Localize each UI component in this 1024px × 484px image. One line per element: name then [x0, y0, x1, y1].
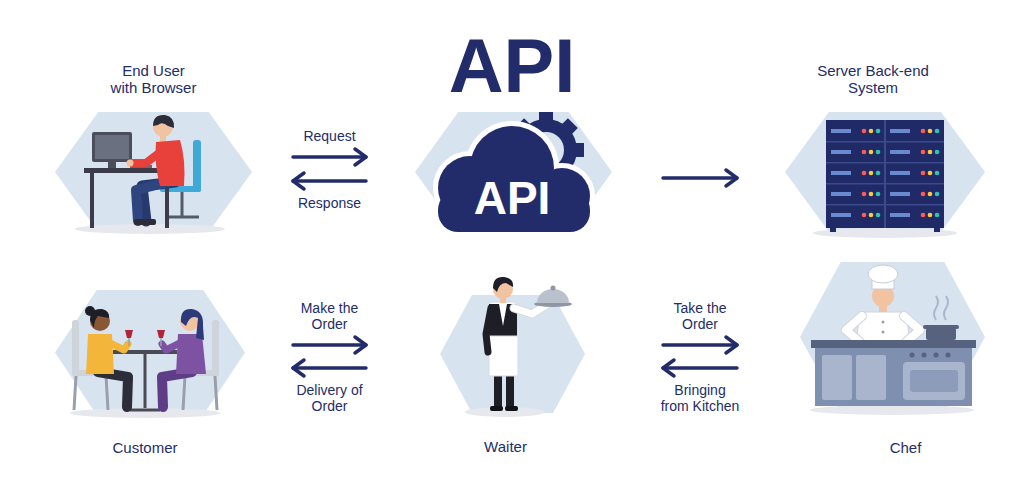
arrow-head: [726, 170, 737, 186]
node-heading: Server Back-end System: [812, 62, 934, 97]
flow-arrow: [663, 337, 737, 353]
arrow-head: [663, 360, 674, 376]
flow-arrow: [663, 170, 737, 186]
arrow-line: [663, 366, 737, 370]
edge-label: Make the Order: [292, 300, 367, 332]
arrow-line: [663, 343, 737, 347]
arrow-head: [293, 173, 304, 189]
hexagon-fill: [800, 262, 985, 412]
waiter-hair: [493, 277, 513, 292]
edge-label: Request: [280, 128, 380, 144]
hexagon-node: API: [415, 112, 612, 232]
hexagon-node: End User with Browser: [55, 112, 252, 232]
node-heading: End User with Browser: [108, 62, 200, 97]
flow-arrow: [293, 173, 366, 189]
hexagon-node: Chef: [800, 262, 985, 412]
arrow-line: [663, 176, 737, 180]
flow-arrow: [663, 360, 737, 376]
arrow-head: [726, 337, 737, 353]
hexagon-fill: [55, 290, 245, 415]
flow-arrow: [293, 337, 366, 353]
edge-label: Take the Order: [663, 300, 738, 332]
hexagon-outline: [440, 295, 585, 413]
hexagon-outline: [800, 262, 985, 412]
arrow-line: [293, 343, 366, 347]
hexagon-outline: [55, 112, 252, 232]
edge-label: Bringing from Kitchen: [659, 382, 741, 414]
node-heading: Waiter: [446, 438, 566, 455]
hexagon-node: Server Back-end System: [785, 112, 985, 232]
hexagon-fill: [415, 112, 612, 232]
hexagon-fill: [785, 112, 985, 232]
arrow-head: [293, 360, 304, 376]
edge-label: Response: [280, 195, 380, 211]
hexagon-outline: [55, 290, 245, 415]
hexagon-node: Customer: [55, 290, 245, 415]
arrow-line: [293, 366, 366, 370]
hexagon-node: Waiter: [440, 295, 585, 413]
arrow-line: [293, 155, 366, 159]
node-heading: Customer: [85, 439, 205, 456]
arrow-line: [293, 179, 366, 183]
flow-arrow: [293, 360, 366, 376]
hexagon-outline: [785, 112, 985, 232]
arrow-head: [355, 337, 366, 353]
hexagon-fill: [55, 112, 252, 232]
node-text: API: [432, 172, 592, 225]
cloche-knob: [551, 286, 556, 291]
edge-label: Delivery of Order: [290, 382, 370, 414]
hexagon-fill: [440, 295, 585, 413]
node-heading: Chef: [846, 439, 966, 456]
arrow-head: [355, 149, 366, 165]
flow-arrow: [293, 149, 366, 165]
